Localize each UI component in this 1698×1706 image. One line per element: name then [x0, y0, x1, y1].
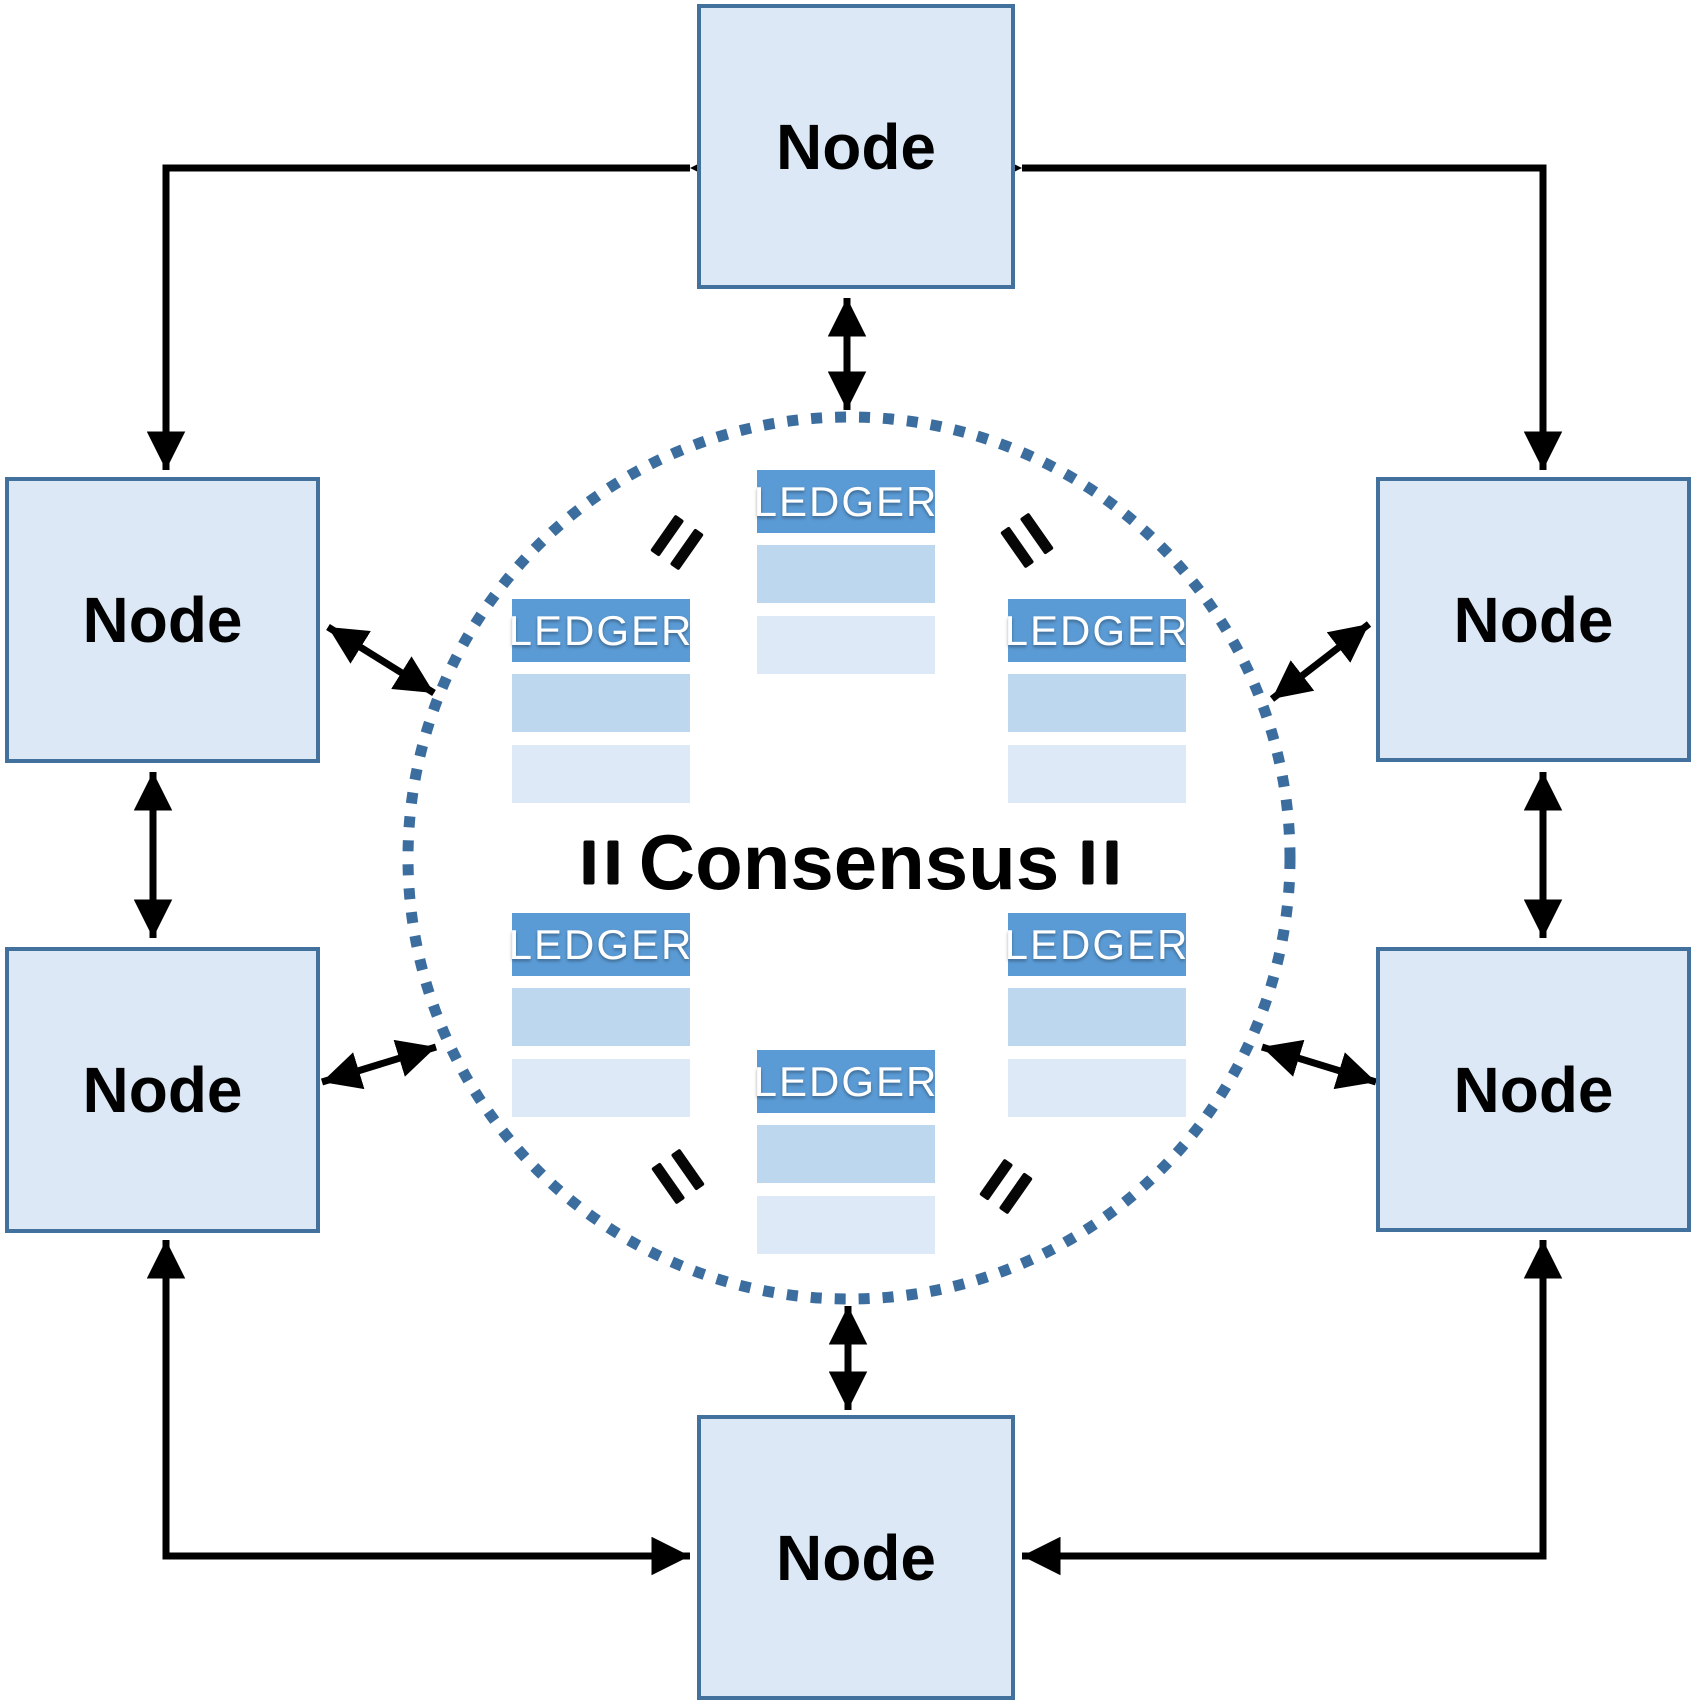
link-rightlower-bottomnode-arrow-icon: [1022, 1240, 1563, 1576]
node-label: Node: [82, 1054, 243, 1126]
ledger-table-bottom-center: LEDGER: [754, 1050, 936, 1267]
equals-bar: [1106, 840, 1118, 885]
node-box-left-upper: Node: [5, 477, 320, 763]
ledger-row: [1008, 674, 1186, 732]
equals-bar: [583, 840, 595, 885]
link-leftlower-bottomnode-arrow-icon: [146, 1240, 690, 1576]
ledger-row: [757, 545, 935, 603]
ledger-row: [1008, 745, 1186, 803]
ledger-table-upper-left: LEDGER: [509, 599, 691, 816]
ledger-table-lower-right: LEDGER: [1005, 913, 1187, 1130]
node-label: Node: [82, 584, 243, 656]
consensus-label: Consensus: [638, 817, 1060, 906]
ledger-row: [757, 616, 935, 674]
ledger-header: LEDGER: [509, 599, 691, 662]
link-topnode-leftupper-arrow-icon: [146, 148, 729, 470]
node-box-right-upper: Node: [1376, 477, 1691, 762]
ledger-row: [757, 1125, 935, 1183]
node-box-right-lower: Node: [1376, 947, 1691, 1232]
ledger-table-lower-left: LEDGER: [509, 913, 691, 1130]
consensus-ring-icon: [402, 411, 1296, 1305]
node-label: Node: [776, 1521, 936, 1594]
ledger-row: [512, 988, 690, 1046]
ledger-header: LEDGER: [754, 1050, 936, 1113]
link-leftupper-ring-doublearrow-icon: [326, 624, 436, 696]
node-box-left-lower: Node: [5, 947, 320, 1233]
ledger-header: LEDGER: [1005, 599, 1187, 662]
link-rightupper-ring-doublearrow-icon: [1269, 621, 1372, 702]
link-leftlower-ring-doublearrow-icon: [320, 1039, 438, 1090]
node-box-bottom: Node: [697, 1415, 1015, 1700]
node-label: Node: [1453, 583, 1614, 656]
node-label: Node: [776, 110, 936, 183]
ledger-row: [757, 1196, 935, 1254]
ledger-row: [1008, 1059, 1186, 1117]
node-box-top: Node: [697, 4, 1015, 289]
node-label: Node: [1453, 1053, 1614, 1126]
ledger-row: [512, 1059, 690, 1117]
ledger-row: [512, 745, 690, 803]
ledger-table-top-center: LEDGER: [754, 470, 936, 687]
ledger-header: LEDGER: [1005, 913, 1187, 976]
link-topnode-rightupper-arrow-icon: [983, 148, 1563, 470]
ledger-row: [512, 674, 690, 732]
ledger-row: [1008, 988, 1186, 1046]
ledger-header: LEDGER: [509, 913, 691, 976]
ledger-table-upper-right: LEDGER: [1005, 599, 1187, 816]
ledger-header: LEDGER: [754, 470, 936, 533]
link-rightlower-ring-doublearrow-icon: [1260, 1039, 1378, 1090]
